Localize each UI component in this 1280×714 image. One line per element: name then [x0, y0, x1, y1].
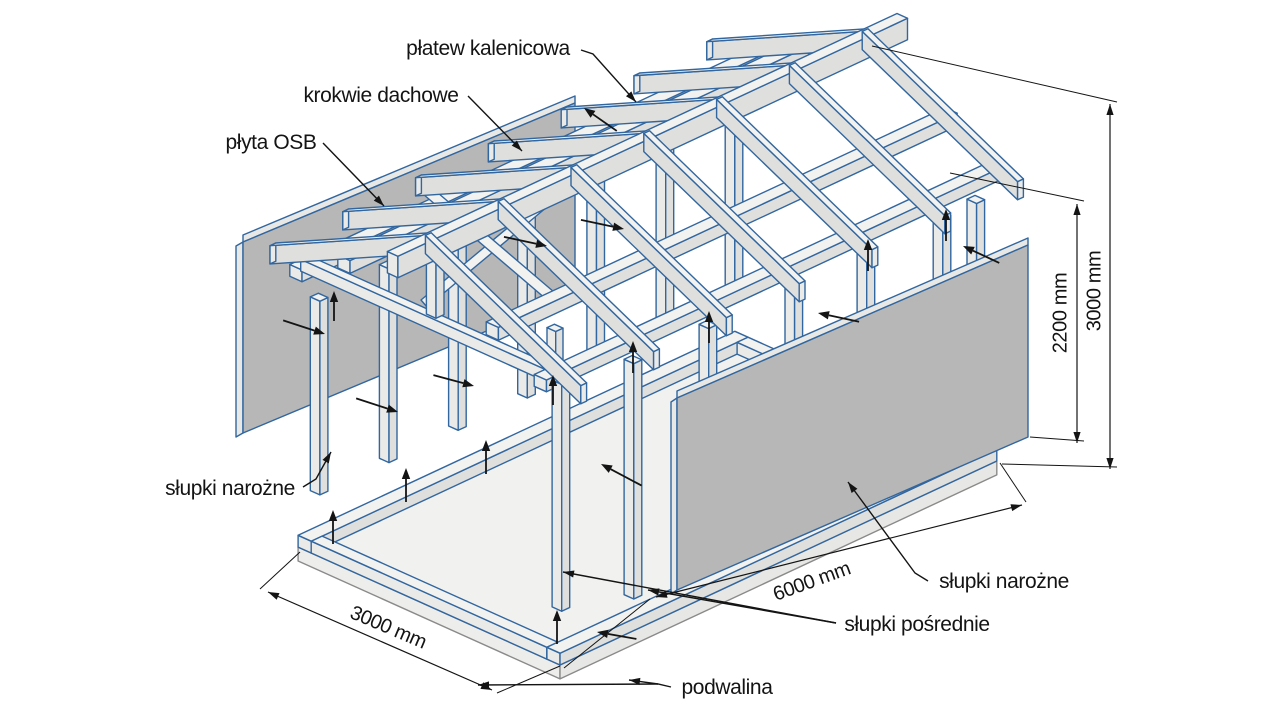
rafter-end [798, 280, 806, 303]
dimension-arrowhead-icon [1073, 432, 1081, 443]
dimension-arrowhead-icon [373, 195, 384, 206]
dimension-arrowhead-icon [563, 570, 575, 578]
rafter-top [643, 129, 806, 285]
post [309, 292, 329, 302]
stud [546, 323, 564, 333]
rafter-end [652, 348, 661, 371]
assembly-arrow [503, 235, 537, 245]
dimension-arrowhead-icon [1073, 204, 1081, 215]
post [966, 194, 986, 205]
osb-face [676, 244, 1029, 591]
arrowhead-icon [601, 464, 613, 473]
osb-edge [235, 241, 244, 438]
arrowhead-icon [612, 222, 624, 231]
dimension-line [259, 551, 301, 590]
label-roof-rafters: krokwie dachowe [303, 84, 459, 107]
assembly-arrow [607, 633, 637, 640]
dimension-wall-height: 2200 mm [1049, 272, 1072, 354]
arrowhead-icon [329, 291, 339, 302]
dimension-line [871, 45, 1118, 103]
label-ridge-purlin: płatew kalenicowa [406, 37, 570, 60]
assembly-arrow [433, 374, 464, 385]
dimension-arrowhead-icon [1106, 104, 1114, 115]
dimension-line [1001, 463, 1118, 468]
rafter-end [725, 314, 733, 337]
arrowhead-icon [584, 108, 596, 118]
arrowhead-icon [704, 311, 714, 322]
leader-line [580, 49, 637, 103]
arrowhead-icon [628, 341, 638, 352]
arrowhead-icon [328, 510, 338, 521]
dimension-lines [259, 45, 1118, 694]
leader-line [322, 142, 385, 207]
dimension-line [267, 591, 493, 691]
label-osb-board: płyta OSB [225, 131, 317, 154]
leader-line [477, 683, 659, 686]
dimension-line [655, 504, 1023, 598]
arrowhead-icon [401, 468, 411, 479]
rafter-top [570, 163, 733, 319]
assembly-arrow [610, 468, 643, 487]
rafter-top [861, 28, 1025, 183]
arrowhead-icon [818, 311, 830, 320]
corner-post [551, 379, 563, 612]
leader-line [467, 95, 523, 152]
arrowhead-icon [313, 326, 325, 335]
arrowhead-icon [462, 379, 474, 388]
arrowhead-icon [863, 239, 873, 250]
rafter-end [580, 382, 588, 405]
rafter-top [715, 95, 879, 251]
dimension-arrowhead-icon [322, 452, 331, 464]
dimension-arrowhead-icon [848, 482, 858, 493]
dimension-line [949, 172, 1085, 202]
rafter-top [497, 197, 661, 353]
assembly-arrow [282, 319, 315, 332]
label-intermediate-posts: słupki pośrednie [844, 613, 990, 636]
corner-post [561, 380, 571, 612]
dimension-arrowhead-icon [478, 681, 490, 689]
assembly-arrow [828, 314, 860, 323]
arrowhead-icon [481, 440, 491, 451]
rafter-end [871, 246, 879, 269]
dimension-arrowhead-icon [268, 592, 280, 600]
dimension-arrowhead-icon [629, 677, 641, 686]
leader-lines [302, 49, 929, 689]
dimension-line [496, 665, 561, 694]
assembly-arrow [972, 249, 1000, 264]
arrowhead-icon [535, 239, 547, 248]
rafter-top [424, 231, 588, 387]
label-sill-plate: podwalina [681, 676, 773, 699]
rafter-end [1016, 178, 1025, 201]
dimension-total-height: 3000 mm [1083, 250, 1106, 332]
dimension-arrowhead-icon [1106, 458, 1114, 469]
arrowhead-icon [548, 375, 558, 386]
post [633, 359, 643, 600]
arrowhead-icon [597, 629, 609, 639]
dimension-arrowhead-icon [625, 91, 636, 102]
assembly-arrow [355, 397, 388, 410]
osb-edge [670, 397, 678, 595]
rafter-top [788, 62, 952, 217]
label-corner-posts-left: słupki narożne [165, 477, 295, 500]
dimension-arrowhead-icon [511, 140, 522, 151]
arrowhead-icon [386, 404, 398, 413]
leader-line [562, 571, 837, 624]
label-corner-posts-right: słupki narożne [939, 570, 1069, 593]
back-wall-posts [309, 98, 744, 496]
dimension-arrowhead-icon [1010, 504, 1022, 512]
post [309, 296, 321, 496]
dimension-line [1029, 436, 1085, 442]
arrowhead-icon [552, 610, 562, 621]
osb-panel-right [670, 237, 1029, 595]
dimension-line [999, 462, 1027, 503]
arrowhead-icon [963, 246, 975, 255]
assembly-arrows [282, 108, 1000, 644]
leader-line [847, 481, 929, 582]
arrowhead-icon [941, 209, 951, 220]
assembly-arrow [592, 113, 618, 132]
assembly-arrow [580, 218, 614, 228]
stud [425, 255, 437, 319]
